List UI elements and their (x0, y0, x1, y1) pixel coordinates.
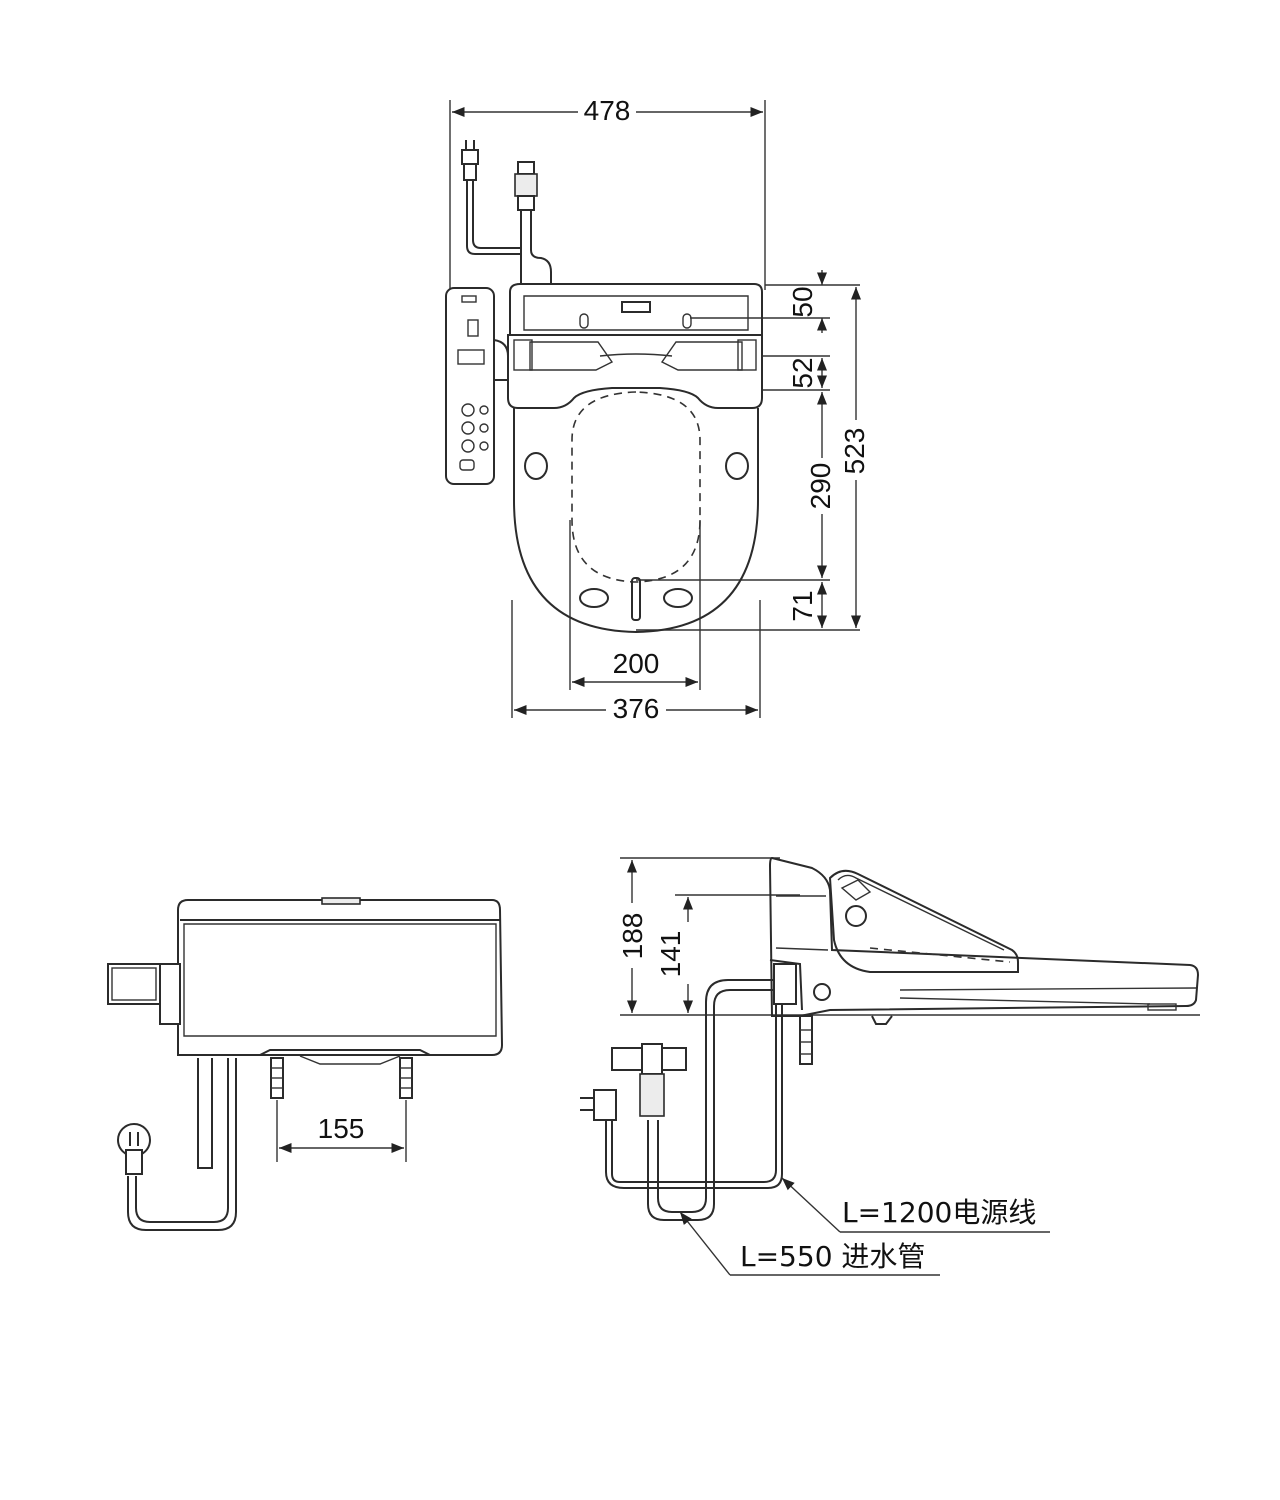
rear-body (177, 899, 504, 1056)
side-view: 188 141 (580, 856, 1200, 1276)
side-valve (773, 963, 797, 1005)
dim-label-155: 155 (318, 1113, 365, 1144)
dim-label-141: 141 (655, 931, 686, 978)
top-plug-icon (461, 140, 479, 181)
dim-label-200: 200 (613, 648, 660, 679)
side-hinge-icon (845, 905, 867, 927)
side-fitting-icon (799, 1015, 813, 1065)
dim-label-376: 376 (613, 693, 660, 724)
side-lid (828, 869, 1019, 973)
side-body (768, 856, 1200, 1017)
dim-overall-height: 188 (617, 860, 648, 1013)
dim-front-offset: 71 (787, 582, 828, 628)
top-water-connector-icon (514, 161, 538, 211)
dim-body-width: 376 (514, 693, 758, 724)
dim-label-290: 290 (805, 463, 836, 510)
rear-fitting-left-icon (270, 1057, 284, 1099)
dim-label-71: 71 (787, 590, 818, 621)
top-seat-outline (513, 408, 759, 634)
rear-connector-box (107, 963, 161, 1005)
dim-fitting-spacing: 155 (279, 1113, 404, 1154)
dim-hole-spacing: 200 (572, 648, 698, 688)
dim-rear-offset: 50 (787, 270, 828, 333)
note-power-cord: L=1200电源线 (781, 1177, 1050, 1233)
dim-label-478: 478 (584, 95, 631, 126)
dim-label-523: 523 (839, 428, 870, 475)
side-plug-icon (580, 1089, 617, 1121)
dim-overall-width: 478 (452, 95, 763, 126)
dim-label-188: 188 (617, 913, 648, 960)
rear-fitting-right-icon (399, 1057, 413, 1099)
dim-total-length: 523 (839, 287, 870, 628)
top-view: 478 200 376 50 52 (445, 95, 870, 724)
top-hinge-block (507, 334, 763, 409)
dim-label-52: 52 (787, 357, 818, 388)
dim-hinge-depth: 52 (787, 357, 828, 389)
rear-logo-badge (321, 897, 361, 905)
note-water-hose-label: L=550 进水管 (740, 1240, 925, 1273)
side-tee-connector-icon (611, 1043, 687, 1117)
top-logo-badge (621, 301, 651, 313)
top-bowl-opening (571, 391, 701, 583)
rear-view: 155 (107, 897, 504, 1231)
dim-body-height: 141 (655, 897, 694, 1013)
note-water-hose: L=550 进水管 (679, 1211, 940, 1276)
dim-opening-length: 290 (805, 392, 836, 578)
rear-plug-icon (117, 1123, 151, 1175)
dim-label-50: 50 (787, 286, 818, 317)
top-remote-control (445, 287, 509, 485)
note-power-cord-label: L=1200电源线 (842, 1196, 1036, 1229)
